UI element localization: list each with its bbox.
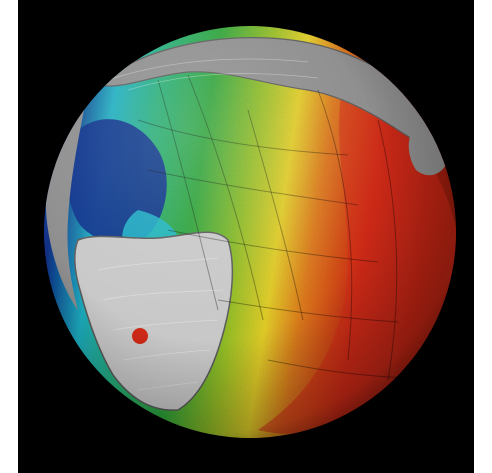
globe-shading bbox=[44, 26, 456, 438]
image-frame bbox=[18, 0, 474, 473]
ocean-age-globe bbox=[44, 26, 456, 438]
globe-surface bbox=[44, 26, 456, 438]
